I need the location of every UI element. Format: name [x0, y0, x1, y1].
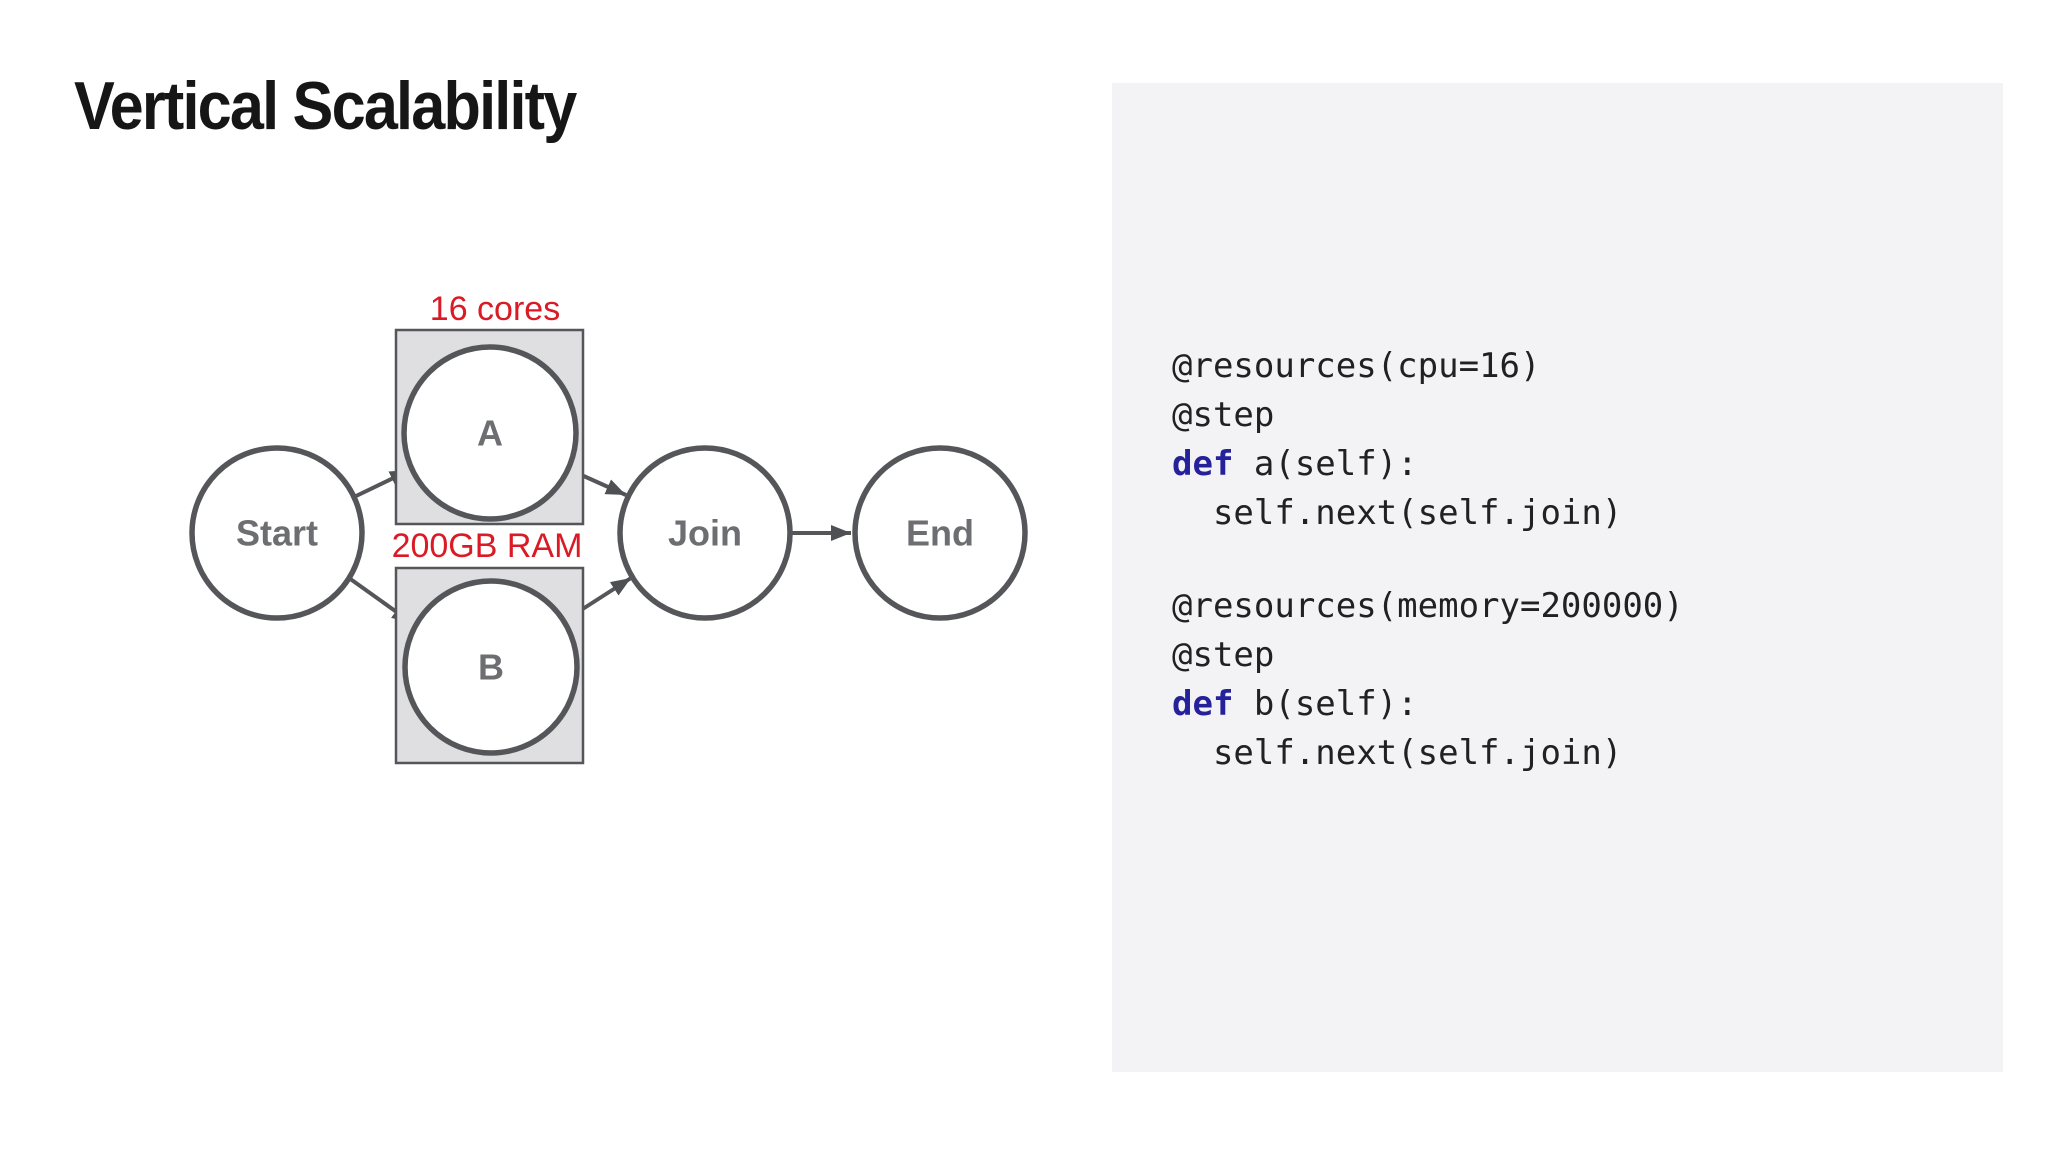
code-line: def a(self):: [1172, 440, 1684, 489]
node-b-label: B: [478, 647, 504, 688]
function-signature: b(self):: [1233, 684, 1418, 724]
code-panel: @resources(cpu=16) @step def a(self): se…: [1112, 83, 2003, 1072]
cpu-annotation: 16 cores: [430, 290, 560, 328]
code-line: self.next(self.join): [1172, 733, 1623, 773]
node-a-label: A: [477, 413, 503, 454]
node-join: [617, 445, 793, 621]
node-end-label: End: [906, 513, 974, 554]
function-signature: a(self):: [1233, 444, 1418, 484]
node-start: [189, 445, 365, 621]
page-title: Vertical Scalability: [74, 68, 577, 144]
code-snippet: @resources(cpu=16) @step def a(self): se…: [1172, 342, 1684, 778]
node-join-label: Join: [668, 513, 742, 554]
node-b: [402, 578, 580, 756]
def-keyword: def: [1172, 684, 1234, 724]
code-line: @resources(cpu=16): [1172, 346, 1541, 386]
def-keyword: def: [1172, 444, 1234, 484]
workflow-diagram: Start A B Join End 16 cores 200GB RAM: [189, 290, 1028, 765]
code-line: self.next(self.join): [1172, 493, 1623, 533]
code-line: @step: [1172, 395, 1275, 435]
code-block-b: @resources(memory=200000) @step def b(se…: [1172, 582, 1684, 778]
code-line: @step: [1172, 635, 1275, 675]
node-start-label: Start: [236, 513, 318, 554]
node-end: [852, 445, 1028, 621]
code-line: def b(self):: [1172, 680, 1684, 729]
code-block-a: @resources(cpu=16) @step def a(self): se…: [1172, 342, 1684, 538]
ram-annotation: 200GB RAM: [392, 527, 583, 565]
node-a: [401, 344, 579, 522]
code-line: @resources(memory=200000): [1172, 586, 1684, 626]
